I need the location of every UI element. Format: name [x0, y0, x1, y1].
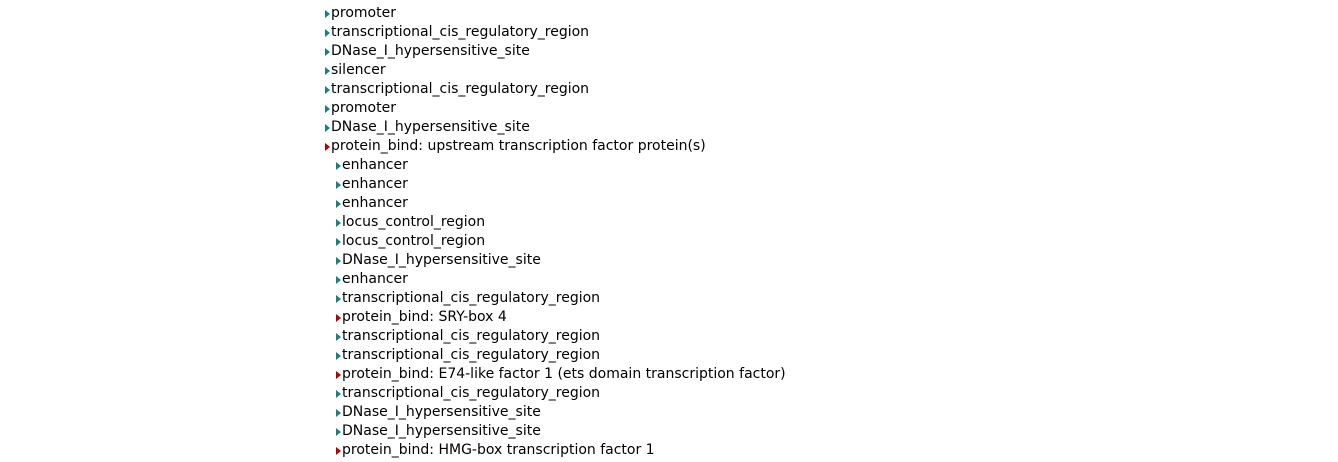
feature-label: DNase_I_hypersensitive_site: [331, 43, 530, 59]
feature-label: transcriptional_cis_regulatory_region: [342, 328, 601, 344]
feature-label: protein_bind: HMG-box transcription fact…: [342, 442, 655, 458]
expand-triangle-icon[interactable]: [336, 408, 341, 417]
feature-label: locus_control_region: [342, 214, 486, 230]
expand-triangle-icon[interactable]: [336, 275, 341, 284]
feature-row[interactable]: transcriptional_cis_regulatory_region: [0, 289, 786, 308]
feature-row[interactable]: transcriptional_cis_regulatory_region: [0, 23, 786, 42]
expand-triangle-icon[interactable]: [336, 389, 341, 398]
feature-row[interactable]: DNase_I_hypersensitive_site: [0, 403, 786, 422]
feature-label: protein_bind: SRY-box 4: [342, 309, 507, 325]
feature-row[interactable]: transcriptional_cis_regulatory_region: [0, 80, 786, 99]
feature-row[interactable]: enhancer: [0, 270, 786, 289]
expand-triangle-icon[interactable]: [336, 370, 341, 379]
feature-label: promoter: [331, 5, 396, 21]
expand-triangle-icon[interactable]: [325, 142, 330, 151]
feature-label: transcriptional_cis_regulatory_region: [342, 290, 601, 306]
feature-label: enhancer: [342, 271, 408, 287]
expand-triangle-icon[interactable]: [325, 66, 330, 75]
feature-label: transcriptional_cis_regulatory_region: [342, 347, 601, 363]
feature-label: protein_bind: upstream transcription fac…: [331, 138, 706, 154]
feature-row[interactable]: DNase_I_hypersensitive_site: [0, 251, 786, 270]
feature-row[interactable]: promoter: [0, 4, 786, 23]
feature-label: protein_bind: E74-like factor 1 (ets dom…: [342, 366, 786, 382]
feature-row[interactable]: transcriptional_cis_regulatory_region: [0, 384, 786, 403]
feature-label: DNase_I_hypersensitive_site: [342, 423, 541, 439]
expand-triangle-icon[interactable]: [336, 313, 341, 322]
feature-label: transcriptional_cis_regulatory_region: [342, 385, 601, 401]
feature-label: DNase_I_hypersensitive_site: [331, 119, 530, 135]
expand-triangle-icon[interactable]: [325, 104, 330, 113]
feature-row[interactable]: transcriptional_cis_regulatory_region: [0, 346, 786, 365]
feature-label: enhancer: [342, 176, 408, 192]
feature-list: promoter transcriptional_cis_regulatory_r…: [0, 4, 786, 460]
expand-triangle-icon[interactable]: [336, 161, 341, 170]
feature-row[interactable]: locus_control_region: [0, 232, 786, 251]
feature-row[interactable]: DNase_I_hypersensitive_site: [0, 42, 786, 61]
expand-triangle-icon[interactable]: [336, 294, 341, 303]
feature-label: transcriptional_cis_regulatory_region: [331, 81, 590, 97]
feature-row[interactable]: enhancer: [0, 175, 786, 194]
expand-triangle-icon[interactable]: [336, 237, 341, 246]
expand-triangle-icon[interactable]: [336, 199, 341, 208]
feature-row[interactable]: locus_control_region: [0, 213, 786, 232]
feature-row[interactable]: protein_bind: HMG-box transcription fact…: [0, 441, 786, 460]
expand-triangle-icon[interactable]: [336, 332, 341, 341]
feature-label: enhancer: [342, 195, 408, 211]
feature-label: transcriptional_cis_regulatory_region: [331, 24, 590, 40]
feature-row[interactable]: DNase_I_hypersensitive_site: [0, 118, 786, 137]
expand-triangle-icon[interactable]: [336, 446, 341, 455]
feature-row[interactable]: transcriptional_cis_regulatory_region: [0, 327, 786, 346]
expand-triangle-icon[interactable]: [325, 9, 330, 18]
feature-row[interactable]: DNase_I_hypersensitive_site: [0, 422, 786, 441]
feature-label: promoter: [331, 100, 396, 116]
feature-row[interactable]: enhancer: [0, 194, 786, 213]
feature-row[interactable]: promoter: [0, 99, 786, 118]
expand-triangle-icon[interactable]: [336, 351, 341, 360]
feature-label: enhancer: [342, 157, 408, 173]
feature-label: DNase_I_hypersensitive_site: [342, 404, 541, 420]
feature-row[interactable]: silencer: [0, 61, 786, 80]
feature-row[interactable]: protein_bind: E74-like factor 1 (ets dom…: [0, 365, 786, 384]
feature-label: DNase_I_hypersensitive_site: [342, 252, 541, 268]
expand-triangle-icon[interactable]: [325, 123, 330, 132]
feature-row[interactable]: enhancer: [0, 156, 786, 175]
expand-triangle-icon[interactable]: [325, 85, 330, 94]
expand-triangle-icon[interactable]: [336, 180, 341, 189]
expand-triangle-icon[interactable]: [336, 256, 341, 265]
feature-label: locus_control_region: [342, 233, 486, 249]
expand-triangle-icon[interactable]: [325, 28, 330, 37]
feature-label: silencer: [331, 62, 386, 78]
feature-row[interactable]: protein_bind: SRY-box 4: [0, 308, 786, 327]
feature-row[interactable]: protein_bind: upstream transcription fac…: [0, 137, 786, 156]
expand-triangle-icon[interactable]: [336, 427, 341, 436]
expand-triangle-icon[interactable]: [325, 47, 330, 56]
expand-triangle-icon[interactable]: [336, 218, 341, 227]
